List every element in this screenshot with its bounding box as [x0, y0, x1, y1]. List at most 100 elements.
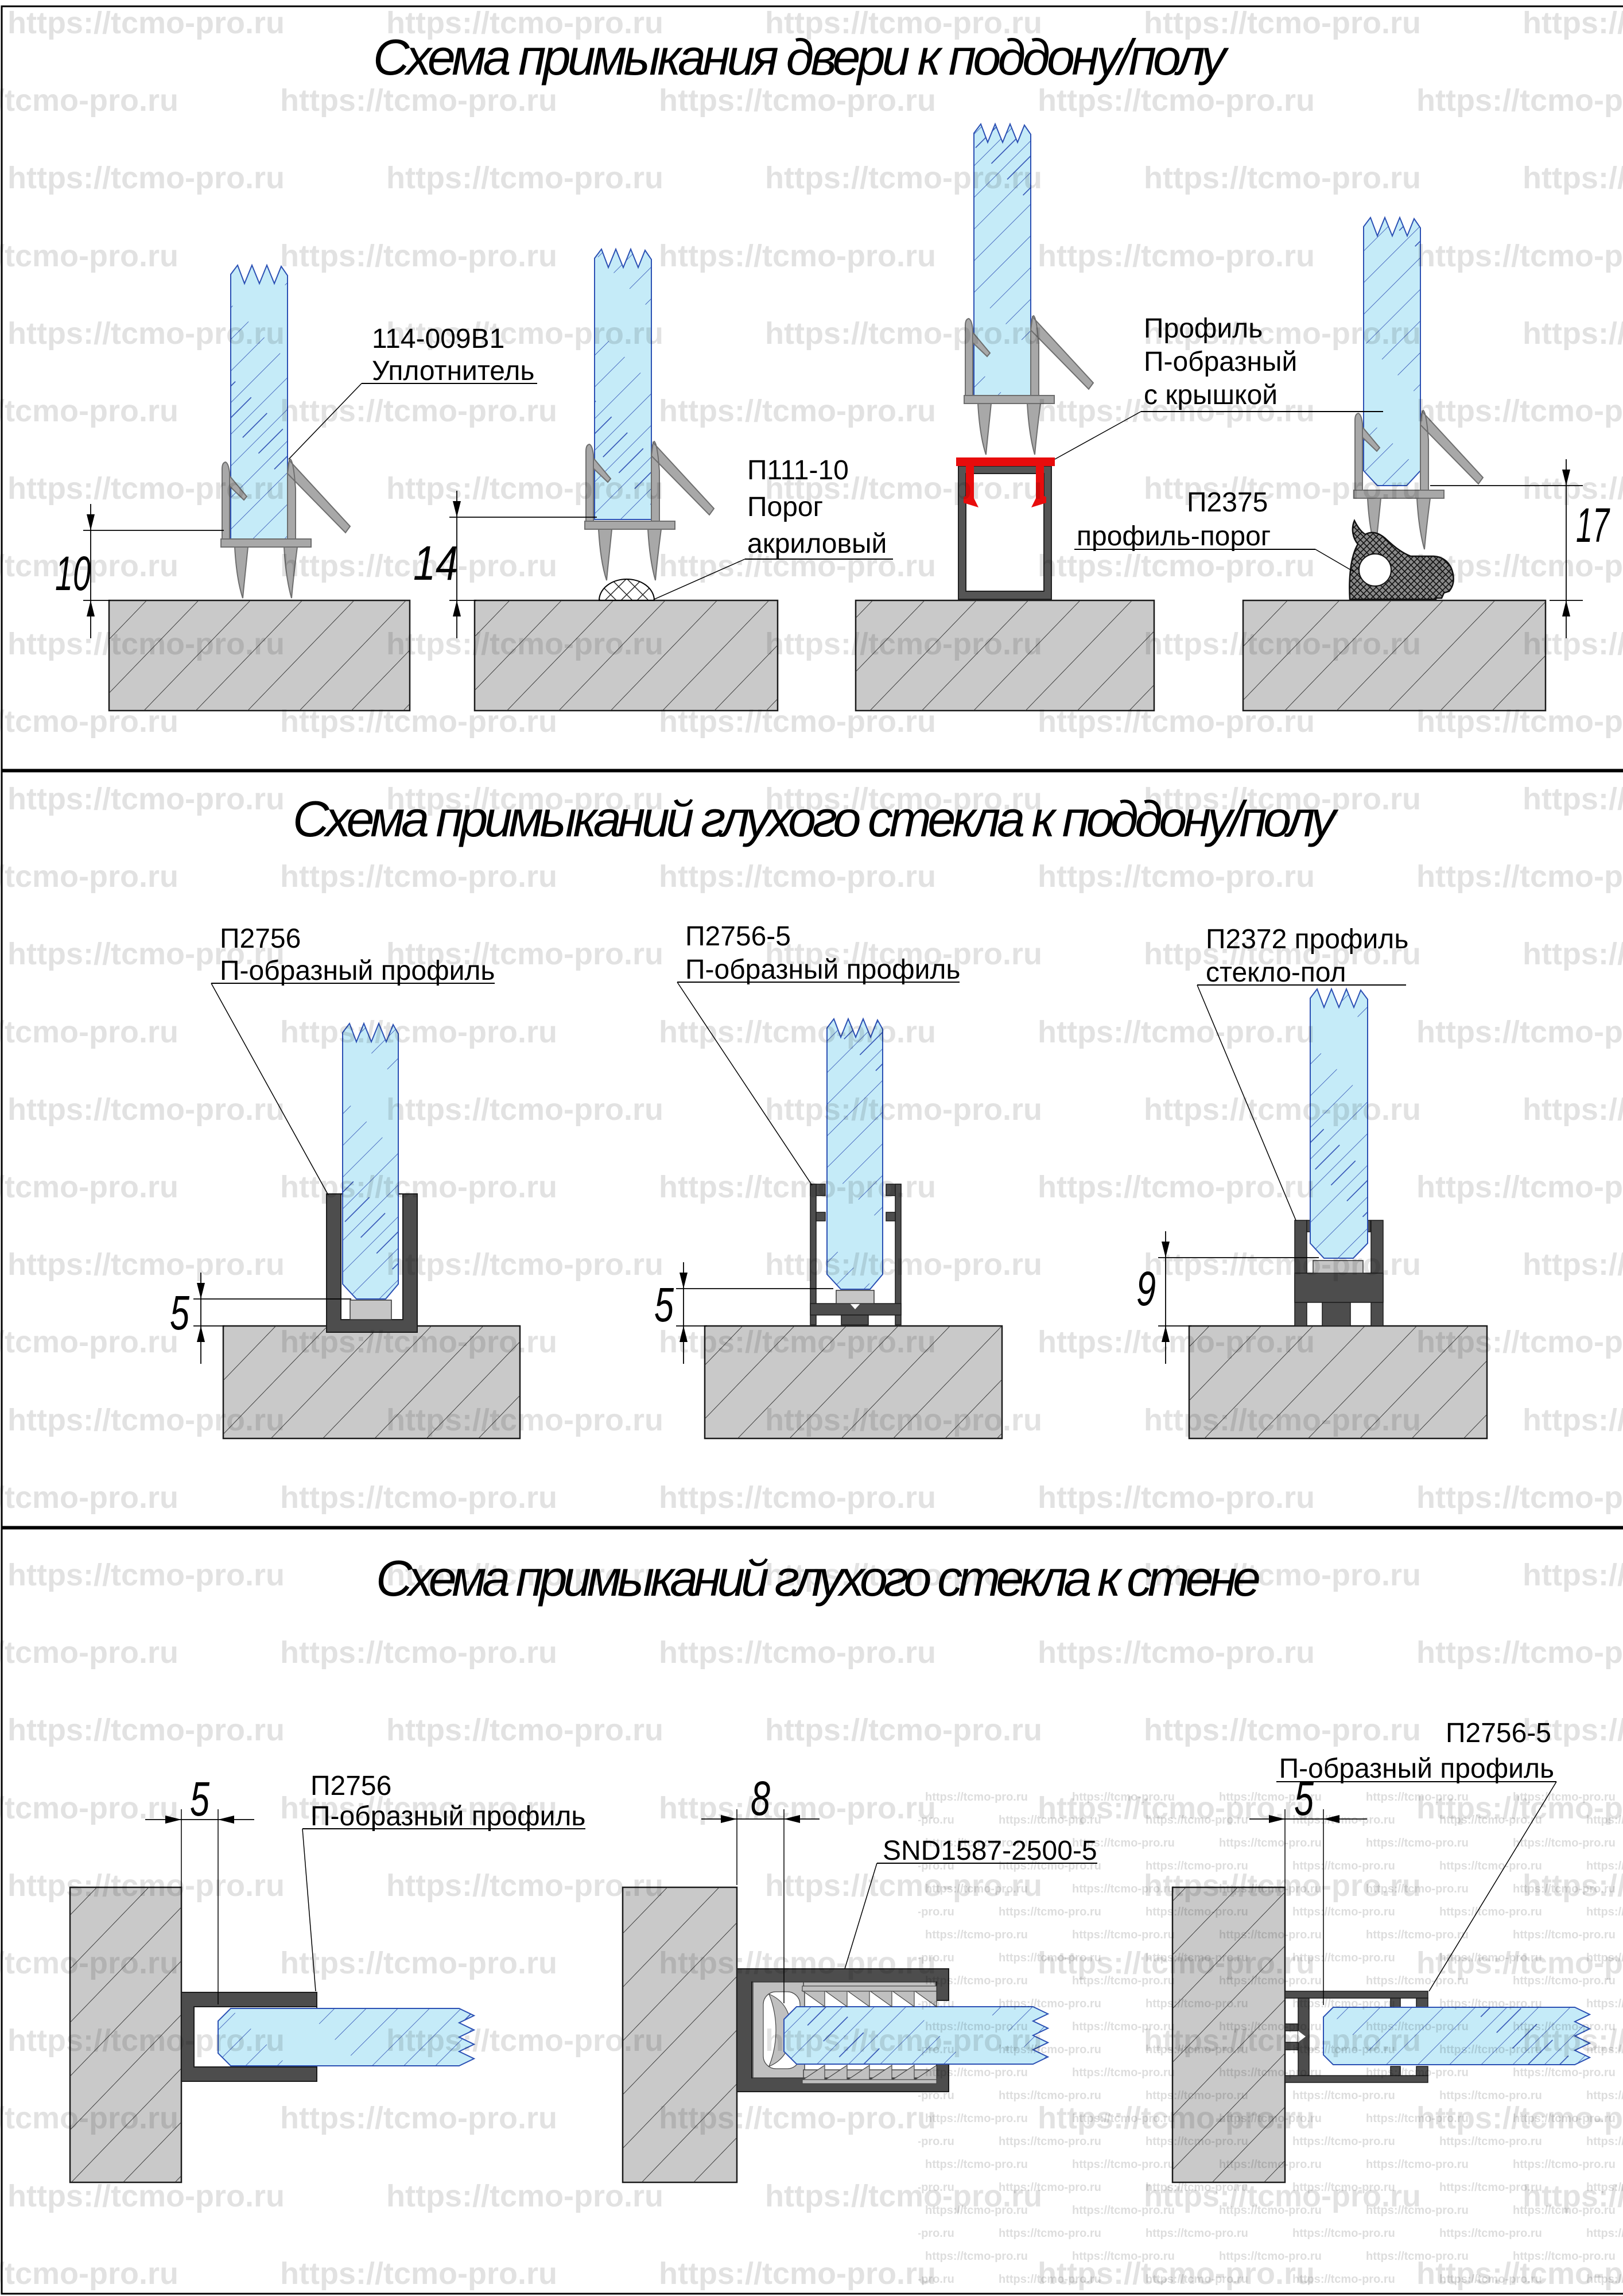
svg-text:https://tcmo-pro.ru: https://tcmo-pro.ru: [0, 1791, 178, 1825]
svg-text:https://tcmo-pro.ru: https://tcmo-pro.ru: [386, 1558, 663, 1592]
svg-text:https://tcmo-pro.ru: https://tcmo-pro.ru: [659, 704, 936, 739]
svg-text:https://tcmo-pro.ru: https://tcmo-pro.ru: [1146, 1906, 1248, 1918]
svg-text:https://tcmo-pro.ru: https://tcmo-pro.ru: [7, 6, 285, 40]
svg-text:https://tcmo-pro.ru: https://tcmo-pro.ru: [280, 83, 557, 118]
svg-text:https://tcmo-pro.ru: https://tcmo-pro.ru: [280, 1946, 557, 1980]
svg-text:5: 5: [654, 1278, 674, 1332]
svg-text:https://tcmo-pro.ru: https://tcmo-pro.ru: [1523, 1868, 1623, 1903]
svg-text:https://tcmo-pro.ru: https://tcmo-pro.ru: [1366, 2158, 1469, 2171]
svg-text:https://tcmo-pro.ru: https://tcmo-pro.ru: [1144, 6, 1421, 40]
svg-text:https://tcmo-pro.ru: https://tcmo-pro.ru: [1416, 704, 1623, 739]
svg-text:114-009В1: 114-009В1: [372, 324, 504, 354]
svg-text:https://tcmo-pro.ru: https://tcmo-pro.ru: [1586, 1998, 1623, 2010]
svg-text:https://tcmo-pro.ru: https://tcmo-pro.ru: [386, 2023, 663, 2058]
svg-text:https://tcmo-pro.ru: https://tcmo-pro.ru: [1038, 83, 1315, 118]
svg-text:https://tcmo-pro.ru: https://tcmo-pro.ru: [659, 1791, 936, 1825]
svg-text:https://tcmo-pro.ru: https://tcmo-pro.ru: [659, 1015, 936, 1049]
svg-text:https://tcmo-pro.ru: https://tcmo-pro.ru: [280, 859, 557, 894]
svg-text:https://tcmo-pro.ru: https://tcmo-pro.ru: [925, 1929, 1028, 1941]
svg-text:https://tcmo-pro.ru: https://tcmo-pro.ru: [280, 704, 557, 739]
svg-text:https://tcmo-pro.ru: https://tcmo-pro.ru: [925, 2020, 1028, 2033]
svg-text:https://tcmo-pro.ru: https://tcmo-pro.ru: [0, 1325, 178, 1359]
svg-text:https://tcmo-pro.ru: https://tcmo-pro.ru: [925, 2158, 1028, 2171]
svg-text:https://tcmo-pro.ru: https://tcmo-pro.ru: [0, 2101, 178, 2135]
svg-text:https://tcmo-pro.ru: https://tcmo-pro.ru: [1513, 2020, 1616, 2033]
svg-text:https://tcmo-pro.ru: https://tcmo-pro.ru: [1144, 1092, 1421, 1127]
svg-text:https://tcmo-pro.ru: https://tcmo-pro.ru: [1523, 627, 1623, 661]
svg-text:https://tcmo-pro.ru: https://tcmo-pro.ru: [1366, 1837, 1469, 1849]
svg-text:https://tcmo-pro.ru: https://tcmo-pro.ru: [1416, 1791, 1623, 1825]
svg-text:https://tcmo-pro.ru: https://tcmo-pro.ru: [1513, 2204, 1616, 2217]
svg-text:https://tcmo-pro.ru: https://tcmo-pro.ru: [999, 2043, 1101, 2056]
svg-text:https://tcmo-pro.ru: https://tcmo-pro.ru: [1586, 2043, 1623, 2056]
svg-text:https://tcmo-pro.ru: https://tcmo-pro.ru: [386, 471, 663, 506]
svg-text:https://tcmo-pro.ru: https://tcmo-pro.ru: [1586, 2089, 1623, 2102]
svg-text:https://tcmo-pro.ru: https://tcmo-pro.ru: [1038, 704, 1315, 739]
svg-text:П2756-5: П2756-5: [1446, 1718, 1551, 1748]
svg-text:https://tcmo-pro.ru: https://tcmo-pro.ru: [1038, 1635, 1315, 1670]
svg-text:https://tcmo-pro.ru: https://tcmo-pro.ru: [1146, 1998, 1248, 2010]
svg-text:https://tcmo-pro.ru: https://tcmo-pro.ru: [1146, 2089, 1248, 2102]
svg-text:https://tcmo-pro.ru: https://tcmo-pro.ru: [765, 2179, 1042, 2213]
svg-text:https://tcmo-pro.ru: https://tcmo-pro.ru: [1523, 1713, 1623, 1747]
svg-text:https://tcmo-pro.ru: https://tcmo-pro.ru: [280, 239, 557, 273]
svg-text:https://tcmo-pro.ru: https://tcmo-pro.ru: [280, 394, 557, 428]
svg-text:https://tcmo-pro.ru: https://tcmo-pro.ru: [1439, 2227, 1542, 2240]
svg-text:https://tcmo-pro.ru: https://tcmo-pro.ru: [1416, 83, 1623, 118]
svg-text:П2756: П2756: [220, 924, 301, 954]
svg-text:https://tcmo-pro.ru: https://tcmo-pro.ru: [765, 1558, 1042, 1592]
svg-text:https://tcmo-pro.ru: https://tcmo-pro.ru: [386, 1868, 663, 1903]
svg-text:П111-10: П111-10: [747, 455, 849, 486]
svg-text:https://tcmo-pro.ru: https://tcmo-pro.ru: [1144, 1247, 1421, 1282]
svg-text:https://tcmo-pro.ru: https://tcmo-pro.ru: [1523, 6, 1623, 40]
svg-text:https://tcmo-pro.ru: https://tcmo-pro.ru: [0, 239, 178, 273]
svg-text:https://tcmo-pro.ru: https://tcmo-pro.ru: [7, 1713, 285, 1747]
svg-text:https://tcmo-pro.ru: https://tcmo-pro.ru: [1038, 239, 1315, 273]
svg-text:https://tcmo-pro.ru: https://tcmo-pro.ru: [999, 2135, 1101, 2148]
svg-text:https://tcmo-pro.ru: https://tcmo-pro.ru: [765, 316, 1042, 351]
svg-text:https://tcmo-pro.ru: https://tcmo-pro.ru: [1439, 1952, 1542, 1964]
svg-text:https://tcmo-pro.ru: https://tcmo-pro.ru: [999, 1998, 1101, 2010]
svg-text:https://tcmo-pro.ru: https://tcmo-pro.ru: [1439, 2089, 1542, 2102]
svg-text:https://tcmo-pro.ru: https://tcmo-pro.ru: [0, 1015, 178, 1049]
svg-text:https://tcmo-pro.ru: https://tcmo-pro.ru: [1416, 549, 1623, 583]
svg-text:https://tcmo-pro.ru: https://tcmo-pro.ru: [852, 1860, 954, 1872]
svg-text:https://tcmo-pro.ru: https://tcmo-pro.ru: [1219, 1837, 1322, 1849]
svg-text:https://tcmo-pro.ru: https://tcmo-pro.ru: [1523, 2179, 1623, 2213]
svg-text:https://tcmo-pro.ru: https://tcmo-pro.ru: [925, 2250, 1028, 2263]
svg-text:https://tcmo-pro.ru: https://tcmo-pro.ru: [852, 2089, 954, 2102]
svg-text:https://tcmo-pro.ru: https://tcmo-pro.ru: [7, 316, 285, 351]
svg-text:П-образный: П-образный: [1144, 347, 1297, 377]
svg-text:https://tcmo-pro.ru: https://tcmo-pro.ru: [1146, 1952, 1248, 1964]
svg-text:https://tcmo-pro.ru: https://tcmo-pro.ru: [925, 2112, 1028, 2125]
svg-text:https://tcmo-pro.ru: https://tcmo-pro.ru: [1219, 2020, 1322, 2033]
svg-text:https://tcmo-pro.ru: https://tcmo-pro.ru: [659, 1170, 936, 1204]
svg-text:https://tcmo-pro.ru: https://tcmo-pro.ru: [852, 1998, 954, 2010]
svg-text:https://tcmo-pro.ru: https://tcmo-pro.ru: [1439, 1814, 1542, 1826]
svg-text:5: 5: [170, 1286, 189, 1340]
svg-text:https://tcmo-pro.ru: https://tcmo-pro.ru: [0, 1480, 178, 1515]
svg-text:https://tcmo-pro.ru: https://tcmo-pro.ru: [1292, 2089, 1395, 2102]
svg-text:https://tcmo-pro.ru: https://tcmo-pro.ru: [765, 161, 1042, 195]
svg-text:https://tcmo-pro.ru: https://tcmo-pro.ru: [1146, 2135, 1248, 2148]
svg-text:https://tcmo-pro.ru: https://tcmo-pro.ru: [999, 2089, 1101, 2102]
svg-text:https://tcmo-pro.ru: https://tcmo-pro.ru: [1513, 2158, 1616, 2171]
svg-text:https://tcmo-pro.ru: https://tcmo-pro.ru: [1072, 1837, 1175, 1849]
svg-text:профиль-порог: профиль-порог: [1077, 521, 1271, 552]
svg-text:5: 5: [190, 1772, 209, 1826]
svg-text:https://tcmo-pro.ru: https://tcmo-pro.ru: [7, 1868, 285, 1903]
svg-text:https://tcmo-pro.ru: https://tcmo-pro.ru: [1586, 2181, 1623, 2194]
svg-text:https://tcmo-pro.ru: https://tcmo-pro.ru: [852, 2227, 954, 2240]
svg-text:https://tcmo-pro.ru: https://tcmo-pro.ru: [925, 2204, 1028, 2217]
svg-text:https://tcmo-pro.ru: https://tcmo-pro.ru: [1523, 1403, 1623, 1437]
svg-text:https://tcmo-pro.ru: https://tcmo-pro.ru: [1038, 1325, 1315, 1359]
svg-text:https://tcmo-pro.ru: https://tcmo-pro.ru: [765, 471, 1042, 506]
svg-text:https://tcmo-pro.ru: https://tcmo-pro.ru: [1439, 2135, 1542, 2148]
svg-text:П2372 профиль: П2372 профиль: [1206, 924, 1408, 955]
svg-text:https://tcmo-pro.ru: https://tcmo-pro.ru: [999, 2227, 1101, 2240]
svg-text:https://tcmo-pro.ru: https://tcmo-pro.ru: [925, 1837, 1028, 1849]
svg-text:https://tcmo-pro.ru: https://tcmo-pro.ru: [659, 239, 936, 273]
svg-text:https://tcmo-pro.ru: https://tcmo-pro.ru: [1439, 2181, 1542, 2194]
svg-text:https://tcmo-pro.ru: https://tcmo-pro.ru: [1038, 394, 1315, 428]
svg-text:https://tcmo-pro.ru: https://tcmo-pro.ru: [386, 627, 663, 661]
